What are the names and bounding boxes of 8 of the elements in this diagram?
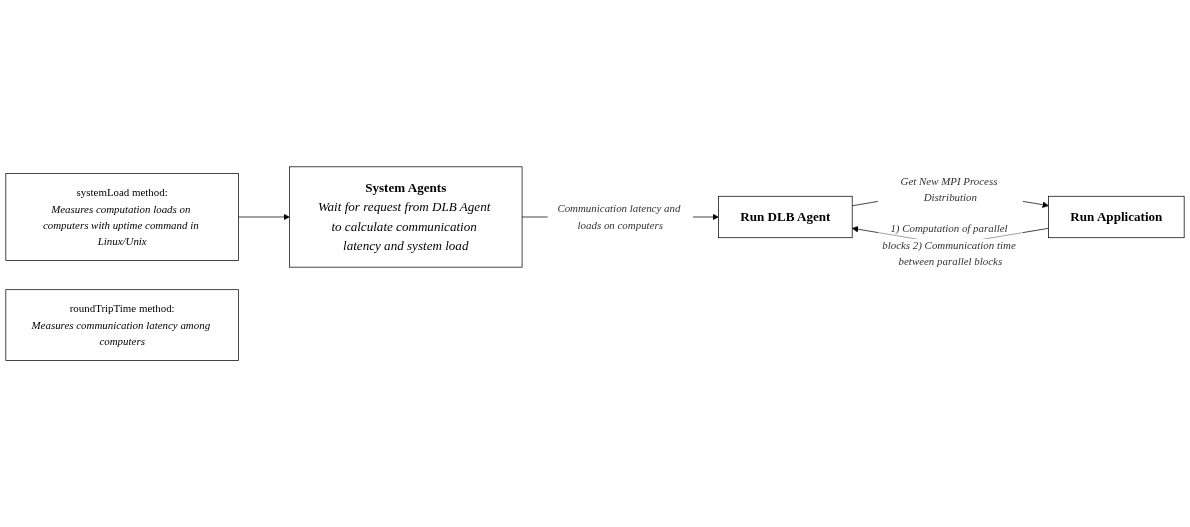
node-box: System Agents Wait for request from DLB Agent to calculate communication latency and system load	[289, 166, 523, 268]
node-box: systemLoad method: Measures computation loads on computers with uptime command in Linux/Unix	[5, 172, 239, 261]
edge-label: Get New MPI Process Distribution	[900, 174, 998, 203]
edge-label: 1) Computation of parallel blocks 2) Communication time between parallel blocks	[882, 222, 1016, 267]
node-box: roundTripTime method: Measures communication latency among computers	[5, 289, 239, 361]
node-box: Run DLB Agent	[718, 195, 853, 238]
edge-label: Communication latency and loads on computers	[557, 202, 681, 231]
node-box: Run Application	[1048, 195, 1185, 238]
